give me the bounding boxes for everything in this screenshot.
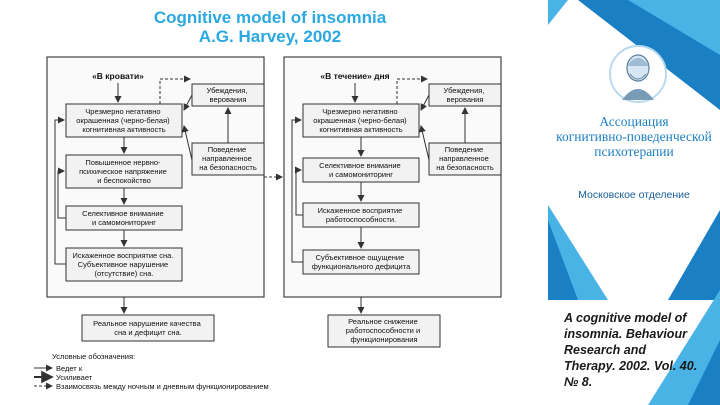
day-box-attention (302, 157, 420, 183)
night-box-cognitive (65, 103, 183, 138)
day-behavior-line: направленное (439, 154, 489, 163)
association-branch: Московское отделение (578, 189, 690, 201)
svg-text:Селективное внимание и сам: Селективное внимание и самомониторинг (82, 209, 166, 227)
night-label: «В кровати» (92, 71, 144, 81)
night-box-cognitive-line: окрашенная (черно-белая) (76, 116, 170, 125)
night-behavior-box (191, 142, 265, 176)
insomnia-model-diagram: «В кровати» Убеждения, верования Чрезмер… (34, 56, 502, 391)
day-beliefs-line: Убеждения, (443, 86, 484, 95)
night-box-attention-line: Селективное внимание (82, 209, 164, 218)
day-behavior-line: на безопасность (436, 163, 494, 172)
night-outcome-line: сна и дефицит сна. (114, 328, 181, 337)
night-box-attention-line: и самомониторинг (92, 218, 156, 227)
legend-relation-label: Взаимосвязь между ночным и дневным функц… (56, 382, 269, 391)
svg-text:Чрезмерно негативно окраше: Чрезмерно негативно окрашенная (черно-бе… (76, 107, 171, 134)
night-behavior-line: направленное (202, 154, 252, 163)
night-dashed-link (159, 75, 191, 104)
day-beliefs-line: верования (447, 95, 484, 104)
night-box-perception-line: Искаженное восприятие сна. (72, 251, 173, 260)
night-box-cognitive-line: Чрезмерно негативно (85, 107, 160, 116)
night-beliefs-line: верования (210, 95, 247, 104)
association-name-line: когнитивно-поведенческой (556, 129, 712, 144)
day-box-deficit-line: Субъективное ощущение (316, 253, 405, 262)
legend-leads-label: Ведет к (56, 364, 83, 373)
night-box-cognitive-line: когнитивная активность (82, 125, 165, 134)
day-box-deficit (302, 249, 420, 275)
svg-text:Селективное внимание и сам: Селективное внимание и самомониторинг (319, 161, 403, 179)
night-box-attention (65, 205, 183, 231)
reference-line: № 8. (564, 375, 593, 389)
svg-text:Убеждения, верования: Убеждения, верования (206, 86, 249, 104)
night-box-perception-line: (отсутствие) сна. (95, 269, 154, 278)
night-behavior-line: на безопасность (199, 163, 257, 172)
day-box-perception-line: работоспособности. (326, 215, 396, 224)
svg-text:Искаженное восприятие сна.: Искаженное восприятие сна. Субъективное … (72, 251, 175, 278)
day-dashed-link (396, 75, 428, 104)
legend-title: Условные обозначения: (52, 352, 135, 361)
day-box-cognitive-line: Чрезмерно негативно (322, 107, 397, 116)
branding-panel: Ассоциация когнитивно-поведенческой псих… (548, 0, 720, 405)
svg-text:Реальное снижение работосп: Реальное снижение работоспособности и фу… (346, 317, 423, 344)
night-arrows (54, 83, 232, 314)
association-name-line: Ассоциация (599, 114, 669, 129)
title-line-1: Cognitive model of insomnia (153, 8, 387, 27)
svg-text:Чрезмерно негативно окраше: Чрезмерно негативно окрашенная (черно-бе… (313, 107, 408, 134)
day-behavior-line: Поведение (445, 145, 484, 154)
night-behavior-line: Поведение (208, 145, 247, 154)
night-beliefs-line: Убеждения, (206, 86, 247, 95)
slide-title: Cognitive model of insomnia A.G. Harvey,… (0, 8, 540, 46)
reference-line: Research and (564, 343, 646, 357)
night-box-tension-line: и беспокойство (97, 176, 151, 185)
night-box-tension-line: психическое напряжение (79, 167, 167, 176)
day-box-cognitive-line: окрашенная (черно-белая) (313, 116, 407, 125)
night-outcome-line: Реальное нарушение качества (93, 319, 201, 328)
legend-amplifies-label: Усиливает (56, 373, 93, 382)
svg-text:Убеждения, верования: Убеждения, верования (443, 86, 486, 104)
night-box-tension-line: Повышенное нервно- (85, 158, 161, 167)
day-outcome-box (327, 314, 441, 348)
day-box-attention-line: и самомониторинг (329, 170, 393, 179)
svg-text:Поведение направленное: Поведение направленное на безопасность (436, 145, 494, 172)
reference-citation: A cognitive model of insomnia. Behaviour… (564, 310, 720, 390)
svg-text:Субъективное ощущение функ: Субъективное ощущение функционального де… (312, 253, 411, 271)
svg-text:Искаженное восприятие рабо: Искаженное восприятие работоспособности. (318, 206, 405, 224)
reference-line: Therapy. 2002. Vol. 40. (564, 359, 698, 373)
day-outcome-line: Реальное снижение (348, 317, 418, 326)
day-label: «В течение» дня (320, 71, 389, 81)
day-box-perception (302, 202, 420, 228)
reference-line: A cognitive model of (564, 311, 687, 325)
day-box-deficit-line: функционального дефицита (312, 262, 411, 271)
day-outcome-line: функционирования (350, 335, 417, 344)
day-box-cognitive-line: когнитивная активность (319, 125, 402, 134)
day-box-perception-line: Искаженное восприятие (318, 206, 403, 215)
day-outcome-line: работоспособности и (346, 326, 420, 335)
association-name-line: психотерапии (594, 144, 674, 159)
night-box-perception-line: Субъективное нарушение (78, 260, 169, 269)
svg-text:Реальное нарушение качества: Реальное нарушение качества сна и дефици… (93, 319, 203, 337)
portrait-emblem-icon (609, 45, 667, 103)
day-behavior-box (428, 142, 502, 176)
association-logo (556, 44, 720, 111)
day-box-cognitive (302, 103, 420, 138)
svg-text:Повышенное нервно- психиче: Повышенное нервно- психическое напряжени… (79, 158, 169, 185)
night-outcome-box (81, 314, 215, 342)
association-name: Ассоциация когнитивно-поведенческой псих… (548, 114, 720, 159)
title-line-2: A.G. Harvey, 2002 (198, 27, 342, 46)
day-arrows (291, 83, 469, 314)
reference-line: insomnia. Behaviour (564, 327, 687, 341)
svg-text:Поведение направленное: Поведение направленное на безопасность (199, 145, 257, 172)
day-box-attention-line: Селективное внимание (319, 161, 401, 170)
night-box-tension (65, 154, 183, 189)
